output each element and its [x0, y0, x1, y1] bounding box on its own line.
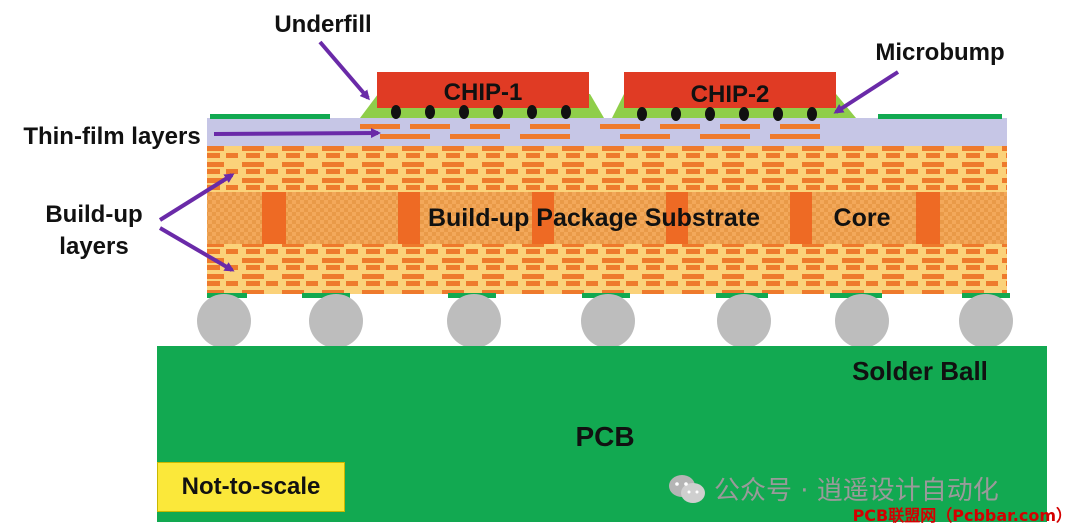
solder-ball-label: Solder Ball	[852, 356, 988, 386]
wechat-icon	[668, 474, 706, 504]
build-up-arrow-top	[158, 173, 235, 222]
top-build-up-layers	[207, 146, 1007, 192]
callout-arrows	[158, 40, 900, 272]
substrate-label: Build-up Package Substrate	[428, 204, 760, 232]
thin-film-label: Thin-film layers	[23, 123, 200, 150]
microbumps	[391, 105, 817, 121]
thin-film-layers	[207, 114, 1007, 146]
underfill-label: Underfill	[274, 11, 371, 38]
chip2-label: CHIP-2	[691, 81, 770, 108]
solder-balls	[197, 294, 1013, 348]
build-up-label-line1: Build-up	[45, 201, 142, 228]
wechat-watermark: 公众号 · 逍遥设计自动化	[668, 470, 999, 507]
build-up-arrow-bottom	[158, 226, 235, 272]
microbump-label: Microbump	[875, 39, 1004, 66]
bottom-build-up-layers	[207, 244, 1007, 294]
core-vias	[262, 192, 940, 244]
underfill-arrow	[318, 40, 370, 101]
chip-1: CHIP-1	[377, 72, 589, 108]
build-up-package-substrate	[207, 146, 1007, 294]
chip1-label: CHIP-1	[444, 79, 523, 106]
not-to-scale-badge: Not-to-scale	[157, 462, 345, 512]
core-label: Core	[834, 204, 891, 232]
credit-watermark: PCB联盟网（Pcbbar.com）	[852, 506, 1072, 525]
thin-film-arrow	[213, 128, 381, 139]
core-layer	[207, 192, 1007, 244]
chip-2: CHIP-2	[624, 72, 836, 108]
build-up-label-line2: layers	[59, 233, 128, 260]
wechat-watermark-text: 公众号 · 逍遥设计自动化	[714, 476, 999, 506]
microbump-arrow	[833, 70, 900, 114]
pcb-label: PCB	[575, 421, 634, 452]
